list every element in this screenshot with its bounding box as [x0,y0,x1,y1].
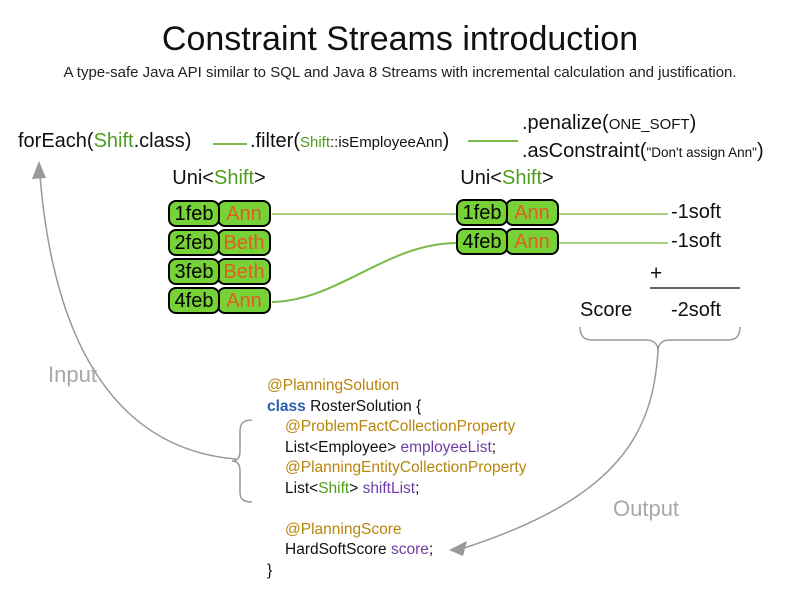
penalize-suffix: ) [689,112,697,134]
code-line: @PlanningScore [267,520,526,541]
penalize-prefix: .penalize( [522,112,609,134]
header-class-token: Shift [213,167,255,189]
row-score-1: -1soft [671,201,722,223]
code-token: } [267,561,273,579]
code-token: ; [428,541,434,558]
code-token: score [390,541,429,558]
header-prefix: Uni< [460,167,502,189]
stream-asconstraint-expr: .asConstraint("Don't assign Ann") [522,140,764,163]
employee-cell: Beth [217,229,271,256]
employee-cell: Ann [505,228,559,255]
score-label: Score [580,299,633,321]
code-token: List< [285,479,319,497]
left-table-header: Uni<Shift> [166,167,272,190]
page-title: Constraint Streams introduction [161,20,639,58]
score-brace [579,326,741,352]
header-suffix: > [254,167,266,189]
code-token: List<Employee> [285,438,401,456]
employee-cell: Ann [217,287,271,314]
code-line: List<Employee> employeeList; [267,438,526,459]
code-token: shiftList [362,479,416,497]
code-token: Shift [318,479,350,497]
filter-suffix: ) [442,130,450,152]
input-arrowhead-icon [32,161,46,179]
filter-class-token: Shift [300,134,331,151]
code-token: ; [415,479,420,497]
code-token: HardSoftScore [285,541,391,558]
code-line: } [267,561,526,582]
stream-foreach-expr: forEach(Shift.class) [18,130,191,153]
code-token: @ProblemFactCollectionProperty [285,418,516,435]
page-subtitle: A type-safe Java API similar to SQL and … [63,64,737,81]
score-total: -2soft [671,299,722,321]
asconstraint-suffix: ) [756,140,764,162]
code-line [267,499,526,520]
date-cell: 1feb [168,200,220,227]
header-suffix: > [542,167,554,189]
asconstraint-prefix: .asConstraint( [522,140,647,162]
foreach-class-token: Shift [93,130,134,152]
sum-plus-sign: + [650,262,663,285]
foreach-suffix: .class) [133,130,192,152]
code-token: > [349,479,363,497]
match-line-4feb [271,242,457,303]
output-label: Output [613,496,680,521]
code-line: HardSoftScore score; [267,540,526,561]
code-token: @PlanningEntityCollectionProperty [285,459,527,476]
employee-cell: Ann [217,200,271,227]
filter-prefix: .filter( [250,130,300,152]
code-line: @ProblemFactCollectionProperty [267,417,526,438]
header-class-token: Shift [501,167,543,189]
code-token: ; [491,438,497,456]
code-line: @PlanningEntityCollectionProperty [267,458,526,479]
date-cell: 3feb [168,258,220,285]
code-token: @PlanningScore [285,520,402,538]
code-brace [231,419,253,503]
code-token: class [267,397,306,415]
row-score-2: -1soft [671,230,722,252]
stream-penalize-expr: .penalize(ONE_SOFT) [522,112,696,135]
input-label: Input [48,362,97,387]
code-token: RosterSolution { [305,397,422,415]
filter-method-ref: ::isEmployeeAnn [330,134,443,151]
code-line: List<Shift> shiftList; [267,479,526,500]
asconstraint-arg: "Don't assign Ann" [646,145,757,160]
code-token: @PlanningSolution [267,377,400,394]
date-cell: 4feb [456,228,508,255]
date-cell: 2feb [168,229,220,256]
employee-cell: Beth [217,258,271,285]
date-cell: 1feb [456,199,508,226]
employee-cell: Ann [505,199,559,226]
date-cell: 4feb [168,287,220,314]
code-line: @PlanningSolution [267,376,526,397]
header-prefix: Uni< [172,167,214,189]
code-line: class RosterSolution { [267,397,526,418]
penalize-arg: ONE_SOFT [608,116,690,133]
stream-filter-expr: .filter(Shift::isEmployeeAnn) [250,130,449,153]
code-token: employeeList [400,438,492,456]
right-table-header: Uni<Shift> [454,167,560,190]
foreach-prefix: forEach( [18,130,94,152]
